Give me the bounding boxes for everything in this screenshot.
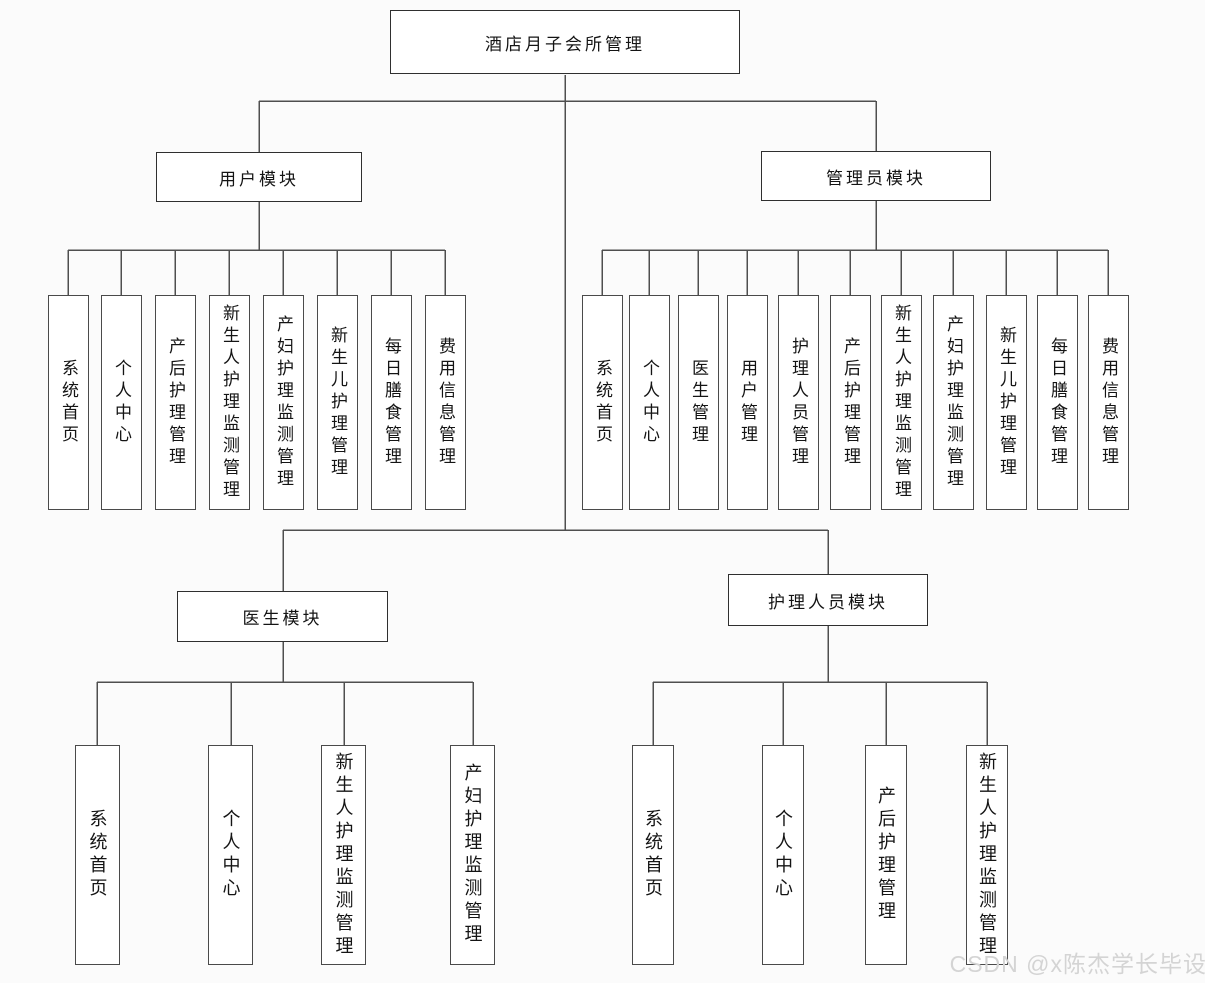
child-node: 产后护理管理 bbox=[830, 295, 871, 510]
child-node: 新生人护理监测管理 bbox=[209, 295, 250, 510]
module-node-user: 用户模块 bbox=[156, 152, 362, 202]
child-node: 系统首页 bbox=[48, 295, 89, 510]
child-node: 用户管理 bbox=[727, 295, 768, 510]
root-node: 酒店月子会所管理 bbox=[390, 10, 740, 74]
child-node: 每日膳食管理 bbox=[1037, 295, 1078, 510]
module-node-admin: 管理员模块 bbox=[761, 151, 991, 201]
child-node: 产妇护理监测管理 bbox=[933, 295, 974, 510]
child-node: 个人中心 bbox=[762, 745, 804, 965]
child-node: 费用信息管理 bbox=[425, 295, 466, 510]
child-node: 产后护理管理 bbox=[865, 745, 907, 965]
child-node: 新生人护理监测管理 bbox=[321, 745, 366, 965]
module-node-doctor: 医生模块 bbox=[177, 591, 388, 642]
child-node: 护理人员管理 bbox=[778, 295, 819, 510]
child-node: 新生儿护理管理 bbox=[317, 295, 358, 510]
module-node-nurse: 护理人员模块 bbox=[728, 574, 928, 626]
child-node: 新生儿护理管理 bbox=[986, 295, 1027, 510]
child-node: 费用信息管理 bbox=[1088, 295, 1129, 510]
child-node: 新生人护理监测管理 bbox=[966, 745, 1008, 965]
child-node: 系统首页 bbox=[632, 745, 674, 965]
child-node: 新生人护理监测管理 bbox=[881, 295, 922, 510]
child-node: 产妇护理监测管理 bbox=[450, 745, 495, 965]
csdn-watermark: CSDN @x陈杰学长毕设 bbox=[949, 951, 1205, 977]
child-node: 系统首页 bbox=[582, 295, 623, 510]
child-node: 系统首页 bbox=[75, 745, 120, 965]
child-node: 个人中心 bbox=[208, 745, 253, 965]
child-node: 每日膳食管理 bbox=[371, 295, 412, 510]
child-node: 产后护理管理 bbox=[155, 295, 196, 510]
child-node: 产妇护理监测管理 bbox=[263, 295, 304, 510]
child-node: 个人中心 bbox=[101, 295, 142, 510]
child-node: 个人中心 bbox=[629, 295, 670, 510]
child-node: 医生管理 bbox=[678, 295, 719, 510]
